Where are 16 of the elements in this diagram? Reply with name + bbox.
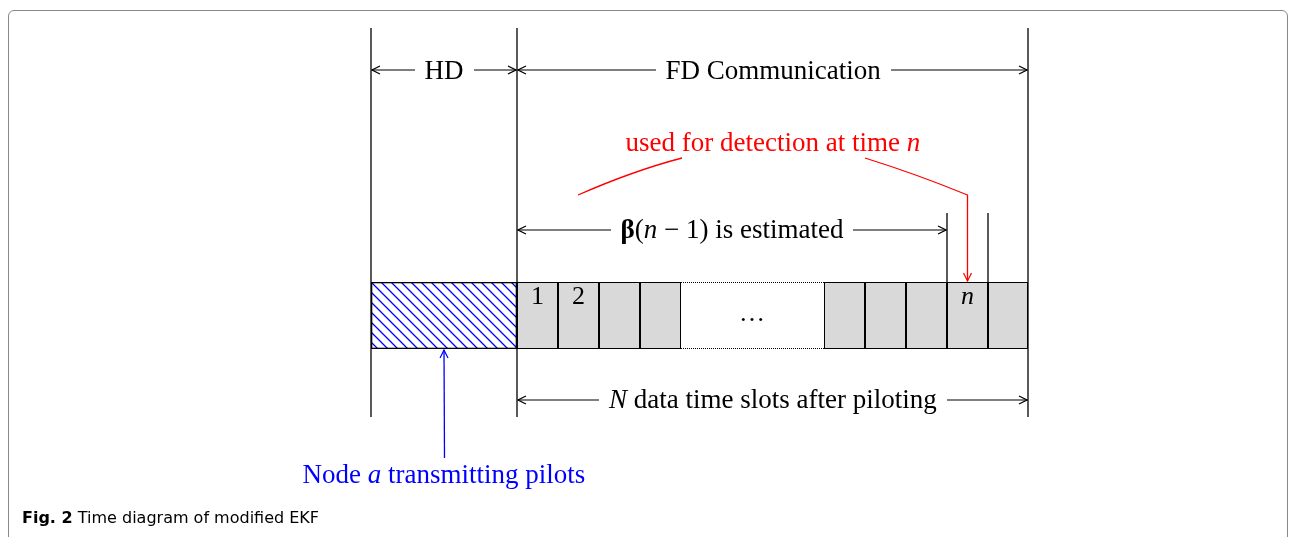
time-slot: [599, 282, 640, 349]
time-slot: [640, 282, 681, 349]
time-slot: [824, 282, 865, 349]
time-slot: [988, 282, 1028, 349]
time-slot: 2: [558, 282, 599, 349]
time-slot: 1: [517, 282, 558, 349]
annotation-text: Node a transmitting pilots: [302, 459, 586, 489]
annotation-text: used for detection at time n: [625, 127, 921, 157]
time-slot: [906, 282, 947, 349]
time-slot: [865, 282, 906, 349]
arrow: [439, 349, 449, 459]
hatched-pilot-slot: [371, 282, 517, 349]
time-slot: n: [947, 282, 988, 349]
arrow: [864, 157, 973, 282]
leader-line: [577, 157, 683, 196]
figure-caption: Fig. 2 Time diagram of modified EKF: [22, 508, 320, 527]
